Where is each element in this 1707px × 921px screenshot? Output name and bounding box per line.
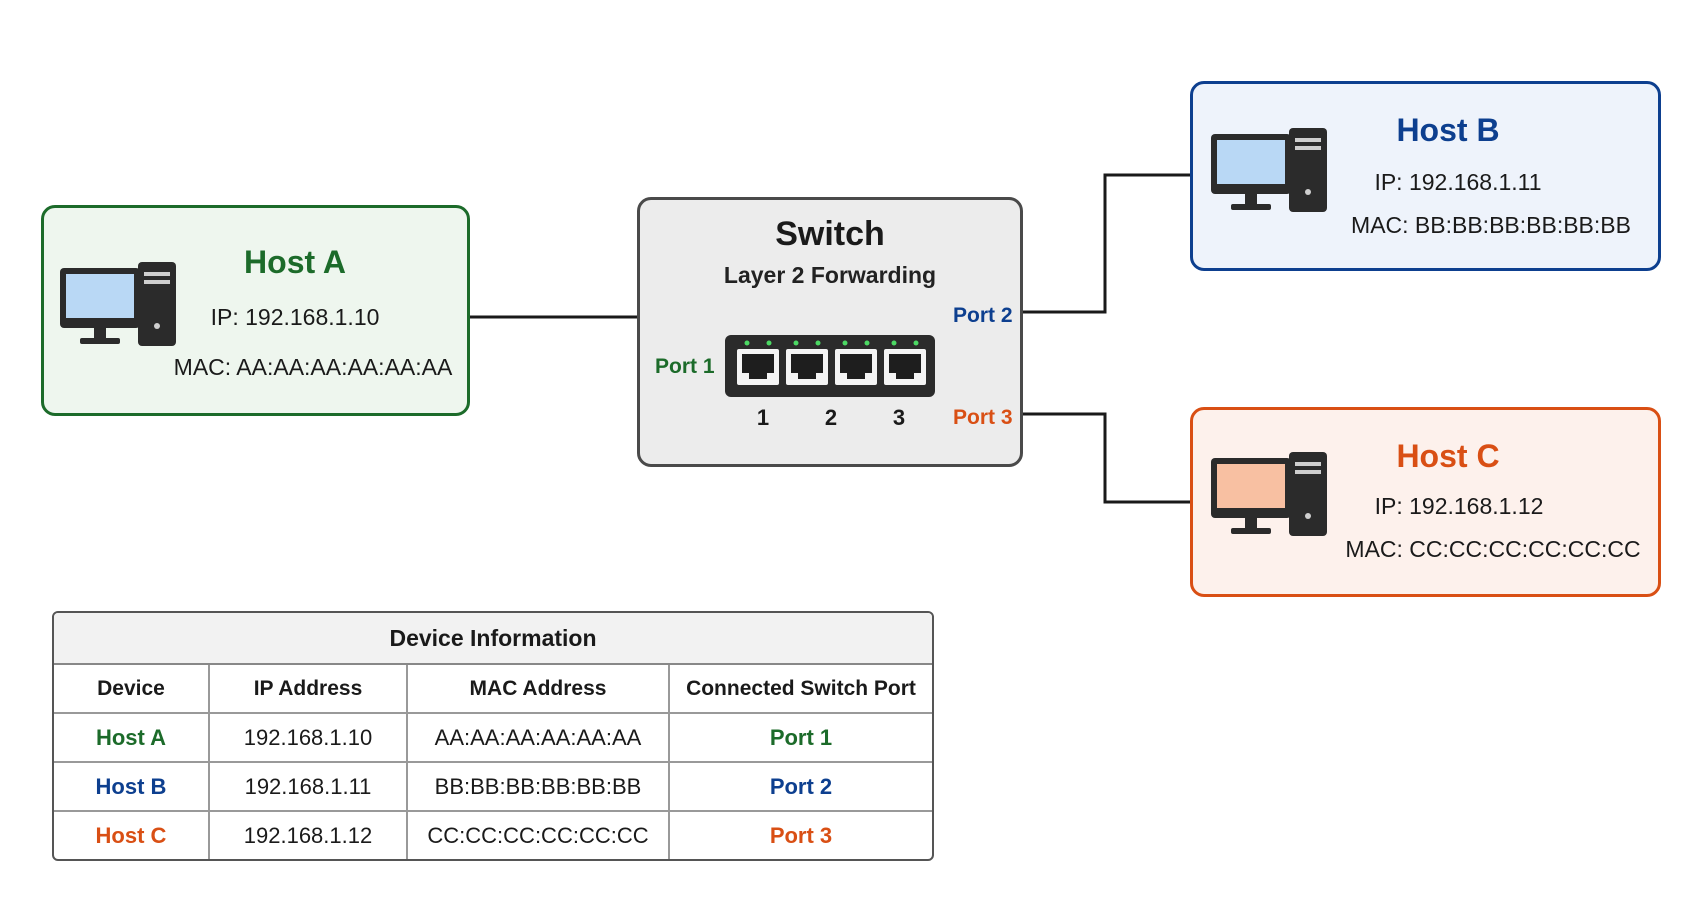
- switch-jack: [884, 340, 926, 385]
- table-row: Host B 192.168.1.11 BB:BB:BB:BB:BB:BB Po…: [54, 762, 932, 812]
- row-ip: 192.168.1.10: [209, 713, 408, 763]
- host-b-name: Host B: [1396, 112, 1500, 148]
- port-3-label: Port 3: [953, 406, 1013, 429]
- host-c-name: Host C: [1396, 438, 1500, 474]
- row-ip: 192.168.1.12: [209, 811, 408, 859]
- header-mac-address: MAC Address: [407, 665, 670, 714]
- row-device: Host A: [54, 713, 210, 763]
- switch-jack: [786, 340, 828, 385]
- row-mac: BB:BB:BB:BB:BB:BB: [407, 762, 670, 812]
- switch-jack: [737, 340, 779, 385]
- switch-box[interactable]: Switch Layer 2 Forwarding Port 1 Port 2 …: [637, 197, 1023, 467]
- host-a-name: Host A: [244, 244, 346, 280]
- header-ip-address: IP Address: [209, 665, 408, 714]
- jack-number-1: 1: [756, 405, 770, 430]
- host-a-ip: IP: 192.168.1.10: [210, 304, 380, 330]
- host-c-card[interactable]: Host C IP: 192.168.1.12 MAC: CC:CC:CC:CC…: [1190, 407, 1661, 597]
- row-port: Port 3: [769, 822, 833, 848]
- switch-title: Switch: [775, 215, 885, 253]
- host-a-card[interactable]: Host A IP: 192.168.1.10 MAC: AA:AA:AA:AA…: [41, 205, 470, 416]
- wire-host-c-port-3: [1023, 412, 1190, 504]
- host-b-mac: MAC: BB:BB:BB:BB:BB:BB: [1351, 212, 1631, 238]
- row-ip: 192.168.1.11: [209, 762, 408, 812]
- port-1-label: Port 1: [655, 355, 715, 378]
- row-device: Host B: [54, 762, 210, 812]
- header-connected-switch-port: Connected Switch Port: [669, 665, 932, 714]
- host-c-ip: IP: 192.168.1.12: [1374, 493, 1544, 519]
- jack-number-2: 2: [824, 405, 838, 430]
- ethernet-port-icon: [725, 335, 935, 397]
- host-b-card[interactable]: Host B IP: 192.168.1.11 MAC: BB:BB:BB:BB…: [1190, 81, 1661, 271]
- row-device: Host C: [54, 811, 210, 859]
- host-c-mac: MAC: CC:CC:CC:CC:CC:CC: [1345, 536, 1641, 562]
- table-title: Device Information: [54, 613, 932, 665]
- table-row: Host A 192.168.1.10 AA:AA:AA:AA:AA:AA Po…: [54, 713, 932, 763]
- switch-jack: [835, 340, 877, 385]
- desktop-computer-icon: [1211, 452, 1327, 536]
- row-mac: AA:AA:AA:AA:AA:AA: [407, 713, 670, 763]
- desktop-computer-icon: [60, 262, 176, 346]
- table-row: Host C 192.168.1.12 CC:CC:CC:CC:CC:CC Po…: [54, 811, 932, 859]
- table-header-row: Device IP Address MAC Address Connected …: [54, 665, 932, 714]
- row-port: Port 2: [669, 762, 932, 812]
- port-2-label: Port 2: [953, 304, 1013, 327]
- switch-subtitle: Layer 2 Forwarding: [723, 262, 937, 288]
- host-a-mac: MAC: AA:AA:AA:AA:AA:AA: [173, 354, 453, 380]
- host-b-ip: IP: 192.168.1.11: [1374, 169, 1542, 195]
- jack-number-3: 3: [892, 405, 906, 430]
- desktop-computer-icon: [1211, 128, 1327, 212]
- wire-host-b-port-2: [1023, 173, 1190, 314]
- row-port: Port 1: [669, 713, 932, 763]
- device-information-table: Device Information Device IP Address MAC…: [52, 611, 934, 861]
- header-device: Device: [54, 665, 210, 714]
- row-mac: CC:CC:CC:CC:CC:CC: [407, 811, 670, 859]
